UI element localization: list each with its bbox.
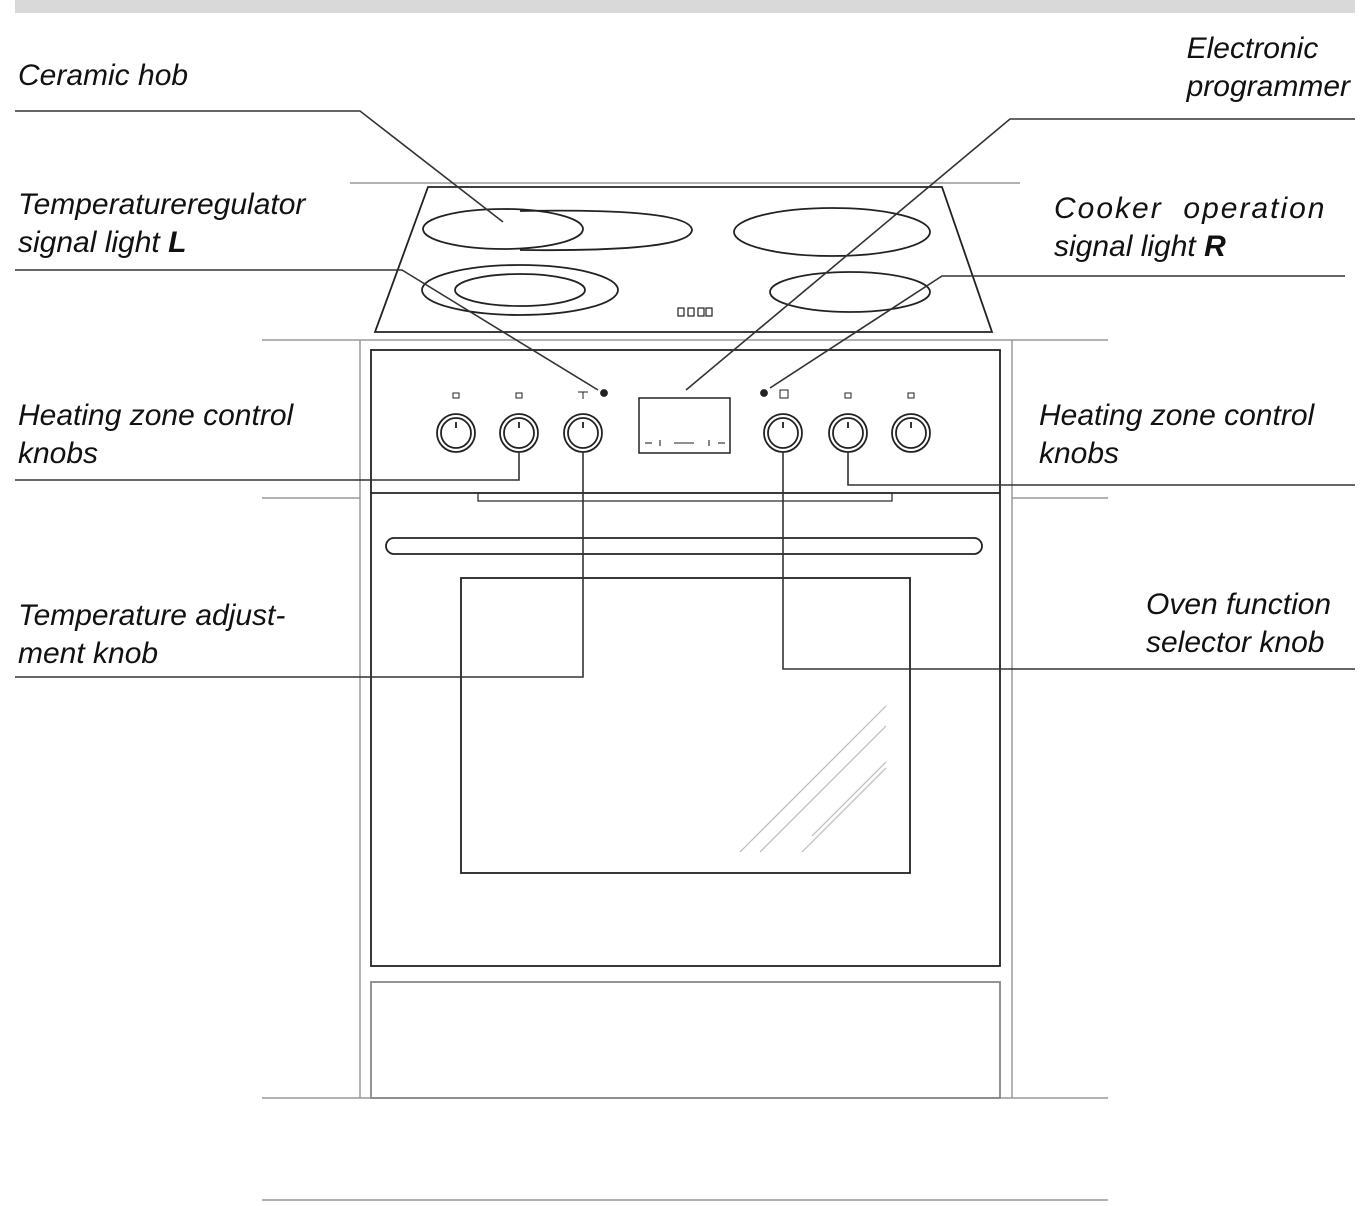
temperature-adjustment-knob <box>563 413 603 453</box>
oven-body <box>370 349 1001 967</box>
callout-oven-function-selector <box>782 452 1355 670</box>
label-temp-regulator-line2: signal light L <box>18 224 305 262</box>
knob-symbols <box>452 389 915 399</box>
callout-electronic-programmer <box>685 118 1355 391</box>
heating-zone-knob-1 <box>436 413 476 453</box>
label-cooker-operation-line1: Cooker operation <box>1054 192 1327 225</box>
cooking-zone-front-right <box>769 271 931 313</box>
callout-lines <box>15 110 1355 678</box>
label-temp-regulator-line1: Temperatureregulator <box>18 188 306 221</box>
oven-door-handle <box>385 537 983 555</box>
cooking-zone-rear-left-extension <box>519 209 693 252</box>
callout-ceramic-hob <box>15 110 504 223</box>
callout-cooker-operation-light <box>769 275 1345 389</box>
label-cooker-operation-line2-text: signal light <box>1054 230 1205 263</box>
label-temperature-adjustment: Temperature adjust- ment knob <box>18 597 285 673</box>
label-temperature-regulator-light: Temperatureregulator signal light L <box>18 186 305 262</box>
heating-zone-knob-2 <box>499 413 539 453</box>
label-heating-zone-left: Heating zone control knobs <box>18 397 293 473</box>
cooker-operation-signal-light-R <box>760 389 768 397</box>
label-oven-function-selector: Oven function selector knob <box>1146 586 1331 662</box>
heating-zone-knob-4 <box>891 413 931 453</box>
label-temp-regulator-letter: L <box>168 226 187 259</box>
cooking-zone-front-left-outer <box>421 264 619 316</box>
door-top-strip <box>477 492 893 502</box>
hob-indicator-icons <box>677 307 713 317</box>
label-temperature-adjustment-line1: Temperature adjust- <box>18 599 286 632</box>
callout-temp-regulator-light <box>15 269 599 391</box>
cooking-zone-front-left-inner <box>454 273 586 307</box>
label-cooker-operation-letter: R <box>1204 230 1226 263</box>
cooking-zone-rear-right <box>733 207 931 257</box>
label-cooker-operation-line2: signal light R <box>1054 228 1326 266</box>
label-ceramic-hob: Ceramic hob <box>18 57 188 95</box>
oven-window <box>460 577 911 874</box>
programmer-buttons <box>645 440 725 446</box>
label-heating-zone-right: Heating zone control knobs <box>1039 397 1314 473</box>
electronic-programmer-display <box>638 397 731 454</box>
ceramic-hob <box>373 186 994 333</box>
label-electronic-programmer: Electronic programmer <box>1187 30 1350 106</box>
heating-zone-knob-3 <box>828 413 868 453</box>
label-heating-zone-right-line2: knobs <box>1039 437 1120 470</box>
label-ceramic-hob-text: Ceramic hob <box>18 59 189 92</box>
cabinet-lines <box>262 182 1108 1201</box>
label-heating-zone-left-line2: knobs <box>18 437 99 470</box>
callout-temperature-adjustment <box>15 452 584 678</box>
cooking-zone-rear-left <box>422 208 584 250</box>
top-gray-bar <box>15 0 1355 13</box>
label-temp-regulator-line2-text: signal light <box>18 226 169 259</box>
label-oven-function-line1: Oven function <box>1146 588 1332 621</box>
label-cooker-operation-light: Cooker operation signal light R <box>1054 190 1326 266</box>
label-oven-function-line2: selector knob <box>1146 626 1325 659</box>
label-heating-zone-right-line1: Heating zone control <box>1039 399 1315 432</box>
callout-heating-zone-right <box>847 452 1355 486</box>
storage-drawer <box>370 981 1001 1099</box>
temperature-regulator-signal-light-L <box>600 389 608 397</box>
oven-function-selector-knob <box>763 413 803 453</box>
label-electronic-programmer-line1: Electronic <box>1186 32 1319 65</box>
label-temperature-adjustment-line2: ment knob <box>18 637 159 670</box>
label-heating-zone-left-line1: Heating zone control <box>18 399 294 432</box>
window-reflection <box>739 705 887 853</box>
label-electronic-programmer-line2: programmer <box>1186 70 1350 103</box>
callout-heating-zone-left <box>15 452 520 481</box>
